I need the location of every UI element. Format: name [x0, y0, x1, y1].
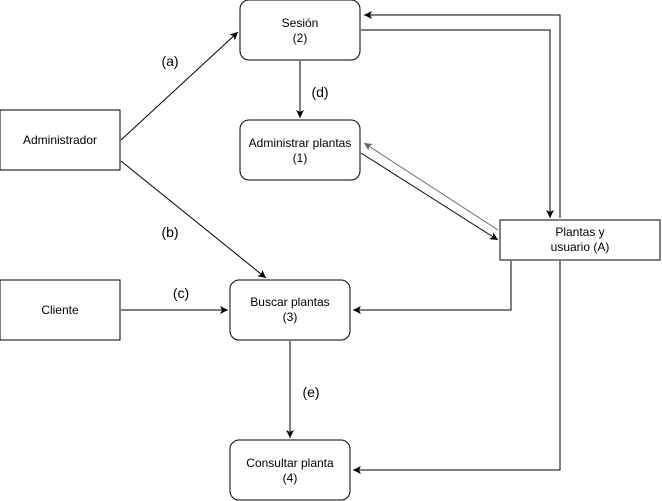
node-administrador: Administrador: [0, 109, 121, 171]
edge-administrador-buscar: [120, 160, 267, 279]
node-buscar-plantas: Buscar plantas (3): [229, 279, 351, 341]
node-administrar-line2: (1): [293, 151, 308, 165]
edge-label-e: (e): [302, 384, 319, 400]
node-sesion-line1: Sesión: [282, 16, 319, 30]
node-plantas-line2: usuario (A): [551, 240, 610, 254]
node-administrar-plantas: Administrar plantas (1): [239, 119, 361, 181]
edge-administrador-sesion: [120, 31, 239, 141]
edge-sesion-plantas: [361, 29, 554, 218]
edge-label-d: (d): [311, 84, 328, 100]
edge-administrar-plantas: [360, 152, 499, 241]
node-sesion-line2: (2): [293, 31, 308, 45]
edge-plantas-administrar: [363, 142, 499, 231]
node-consultar-planta: Consultar planta (4): [229, 439, 351, 501]
node-plantas-line1: Plantas y: [555, 225, 604, 239]
node-buscar-line1: Buscar plantas: [250, 295, 329, 309]
edge-label-c: (c): [173, 285, 189, 301]
node-administrar-line1: Administrar plantas: [249, 136, 352, 150]
node-consultar-line2: (4): [283, 471, 298, 485]
edge-plantas-buscar: [353, 261, 512, 314]
node-buscar-line2: (3): [283, 310, 298, 324]
edge-plantas-sesion: [364, 11, 561, 218]
node-cliente-label: Cliente: [41, 303, 79, 317]
node-administrador-label: Administrador: [23, 133, 97, 147]
node-cliente: Cliente: [0, 279, 121, 341]
node-plantas-usuario: Plantas y usuario (A): [499, 219, 661, 261]
edge-plantas-consultar: [353, 261, 561, 474]
edge-label-a: (a): [161, 53, 178, 69]
node-consultar-line1: Consultar planta: [246, 456, 334, 470]
edge-label-b: (b): [161, 224, 178, 240]
node-sesion: Sesión (2): [239, 0, 361, 61]
